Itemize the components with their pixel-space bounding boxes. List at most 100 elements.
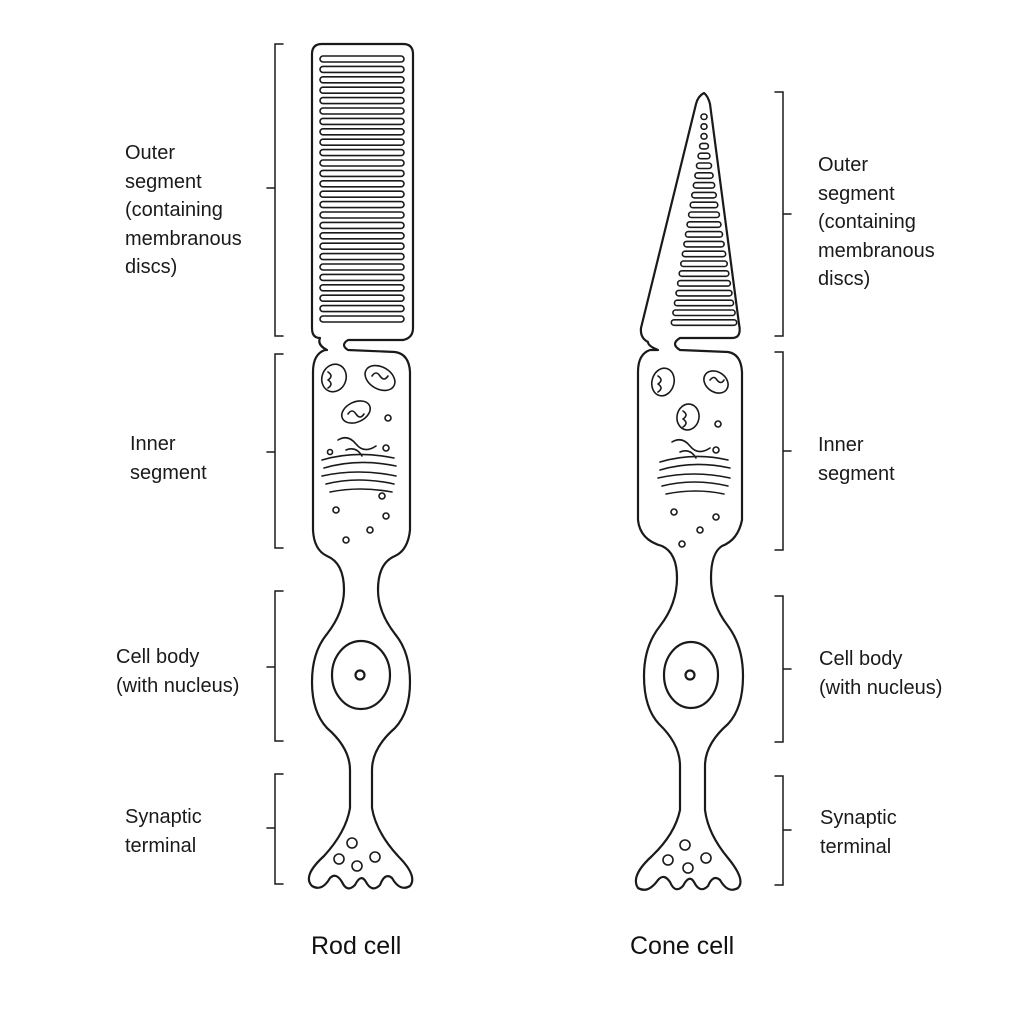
rod-disc xyxy=(319,107,405,115)
rod-disc xyxy=(319,128,405,136)
cone-cell-body-label: Cell body (with nucleus) xyxy=(819,645,942,702)
cone-disc xyxy=(694,172,714,180)
label-line: (with nucleus) xyxy=(819,676,943,699)
cone-brackets xyxy=(774,91,792,886)
cone-disc xyxy=(683,240,725,248)
rod-disc xyxy=(319,221,405,230)
cone-cell-caption: Cone cell xyxy=(630,932,735,960)
label-line: segment xyxy=(130,461,207,484)
rod-nucleus xyxy=(330,639,392,711)
rod-disc xyxy=(319,294,405,303)
rod-nucleolus xyxy=(354,669,366,681)
rod-outer-segment-label: Outer segment (containing membranous dis… xyxy=(125,139,242,282)
rod-disc xyxy=(319,180,405,188)
rod-disc xyxy=(319,315,405,323)
label-line: membranous xyxy=(818,239,935,262)
label-line: (containing xyxy=(818,211,916,233)
label-line: Inner xyxy=(130,433,176,455)
cone-disc xyxy=(676,279,732,287)
rod-mitochondrion-2 xyxy=(364,364,396,392)
cone-mitochondrion-2 xyxy=(703,370,729,394)
label-line: membranous xyxy=(125,227,242,250)
rod-disc xyxy=(319,86,405,94)
label-line: Synaptic xyxy=(125,806,202,828)
rod-disc xyxy=(319,96,405,105)
rod-disc xyxy=(319,190,405,198)
label-line: discs) xyxy=(125,256,178,278)
rod-cell-outline xyxy=(307,42,415,890)
cone-disc xyxy=(679,260,729,268)
label-line: terminal xyxy=(125,834,197,857)
rod-disc xyxy=(319,232,405,240)
label-line: segment xyxy=(125,170,202,193)
label-line: segment xyxy=(818,182,895,205)
cone-disc xyxy=(678,269,730,278)
cone-disc xyxy=(690,191,718,199)
cone-disc xyxy=(675,289,733,297)
rod-disc xyxy=(319,138,405,146)
rod-membranous-discs xyxy=(319,55,405,323)
rod-disc xyxy=(319,76,405,84)
cone-disc xyxy=(697,152,711,160)
label-line: Cell body xyxy=(819,648,903,670)
rod-brackets xyxy=(266,43,284,885)
rod-disc xyxy=(319,263,405,271)
rod-disc xyxy=(319,200,405,209)
rod-disc xyxy=(319,65,405,74)
rod-disc xyxy=(319,169,405,178)
cone-synaptic-terminal-label: Synaptic terminal xyxy=(820,804,897,861)
cone-disc xyxy=(670,318,738,327)
rod-disc xyxy=(319,273,405,282)
cone-disc xyxy=(700,113,708,121)
cone-disc xyxy=(692,181,716,189)
rod-cell-drawing xyxy=(307,42,415,890)
rod-synaptic-terminal-label: Synaptic terminal xyxy=(125,803,202,860)
cone-disc xyxy=(687,211,721,219)
cone-disc xyxy=(672,309,736,317)
cone-mitochondrion-3 xyxy=(676,403,700,431)
cone-inner-segment-label: Inner segment xyxy=(818,431,895,488)
rod-disc xyxy=(319,55,405,63)
rod-cell-body-label: Cell body (with nucleus) xyxy=(116,643,239,700)
rod-golgi-apparatus xyxy=(321,436,397,493)
rod-disc xyxy=(319,242,405,250)
cone-nucleolus xyxy=(684,669,696,681)
cone-cell-outline xyxy=(634,91,745,891)
rod-disc xyxy=(319,211,405,219)
cone-disc xyxy=(689,201,719,209)
cone-disc xyxy=(700,123,708,131)
rod-disc xyxy=(319,148,405,157)
rod-disc xyxy=(319,283,405,292)
label-line: Outer xyxy=(818,154,869,176)
cone-disc xyxy=(686,221,722,229)
label-line: (containing xyxy=(125,199,223,221)
cone-golgi-apparatus xyxy=(657,438,731,495)
cone-disc xyxy=(698,142,710,150)
cone-mitochondrion-1 xyxy=(650,367,676,397)
rod-cell-caption: Rod cell xyxy=(311,932,402,960)
label-line: Outer xyxy=(125,142,176,164)
cone-disc xyxy=(673,299,735,307)
cone-disc xyxy=(681,250,727,258)
rod-mitochondrion-3 xyxy=(340,400,372,424)
rod-disc xyxy=(319,159,405,167)
label-line: segment xyxy=(818,462,895,485)
rod-disc xyxy=(319,252,405,261)
cone-nucleus xyxy=(662,640,720,710)
label-line: discs) xyxy=(818,268,871,290)
cone-outer-segment-label: Outer segment (containing membranous dis… xyxy=(818,151,935,294)
label-line: Synaptic xyxy=(820,807,897,829)
cone-disc xyxy=(700,132,708,140)
label-line: (with nucleus) xyxy=(116,674,240,697)
cone-cell-drawing xyxy=(634,91,745,891)
rod-disc xyxy=(319,117,405,126)
rod-disc xyxy=(319,304,405,313)
label-line: Inner xyxy=(818,434,864,456)
cone-disc xyxy=(684,230,724,238)
cone-membranous-discs xyxy=(670,113,738,327)
rod-mitochondrion-1 xyxy=(320,363,348,393)
cone-disc xyxy=(695,162,713,170)
label-line: terminal xyxy=(820,835,892,858)
label-line: Cell body xyxy=(116,646,200,668)
